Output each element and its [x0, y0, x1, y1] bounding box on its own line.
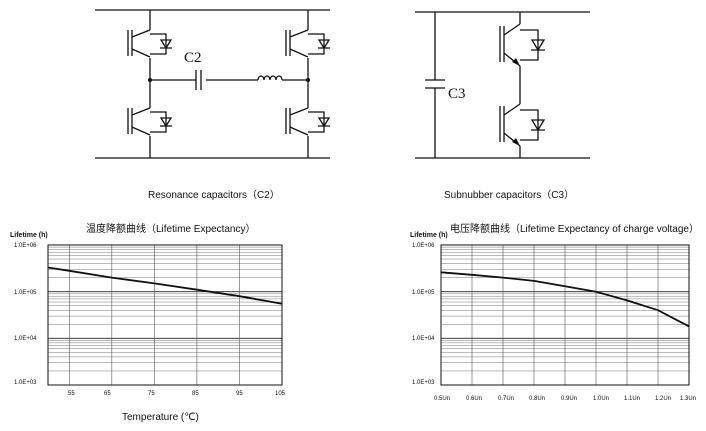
resonance-caption: Resonance capacitors（C2）	[148, 190, 280, 201]
chart-right-xtick: 0.7Un	[498, 396, 515, 402]
chart-right-xtick: 1.2Un	[655, 396, 672, 402]
chart-left-xtick: 85	[192, 391, 199, 397]
chart-left-frame	[47, 244, 283, 386]
chart-left-ytick: 1.0E+03	[14, 380, 37, 386]
chart-left-xlabel: Temperature (℃)	[122, 412, 199, 423]
subnubber-circuit	[415, 11, 590, 159]
capacitor-c3-label: C3	[448, 86, 466, 102]
chart-left-xtick: 105	[275, 391, 286, 397]
chart-right-frame	[440, 244, 690, 386]
chart-left-ylabel: Lifetime (h)	[10, 232, 48, 239]
chart-left-xtick: 55	[68, 391, 75, 397]
chart-left-series-line	[47, 266, 283, 305]
chart-left-xtick: 65	[104, 391, 111, 397]
capacitor-c2-label: C2	[184, 50, 202, 66]
chart-right-ylabel: Lifetime (h)	[410, 232, 448, 239]
chart-left-xtick: 75	[148, 391, 155, 397]
chart-left-ytick: 1.0E+05	[14, 290, 37, 296]
chart-right-grid	[440, 244, 690, 386]
chart-left-title: 温度降额曲线（Lifetime Expectancy）	[86, 224, 256, 235]
resonance-junctions	[148, 78, 310, 82]
chart-left-ytick: 1.0E+06	[14, 243, 37, 249]
chart-right-xtick: 0.5Un	[434, 396, 451, 402]
chart-right-xtick: 0.9Un	[561, 396, 578, 402]
chart-left-ytick: 1.0E+04	[14, 336, 37, 342]
chart-right-ytick: 1.0E+03	[412, 380, 435, 386]
chart-right-ytick: 1.0E+05	[412, 290, 435, 296]
chart-right-ytick: 1.0E+04	[412, 336, 435, 342]
chart-right-series-line	[440, 271, 690, 328]
chart-left-xtick: 95	[236, 391, 243, 397]
chart-right-title: 电压降额曲线（Lifetime Expectancy of charge vol…	[450, 224, 699, 235]
subnubber-caption: Subnubber capacitors（C3）	[444, 190, 575, 201]
chart-right-xtick: 1.3Un	[680, 396, 697, 402]
subnubber-emitter-arrows	[512, 58, 520, 146]
chart-right-xtick: 0.8Un	[529, 396, 546, 402]
chart-right-xtick: 1.0Un	[593, 396, 610, 402]
chart-right-xtick: 1.1Un	[624, 396, 641, 402]
chart-right-xtick: 0.6Un	[466, 396, 483, 402]
chart-right-ytick: 1.0E+06	[412, 243, 435, 249]
resonance-circuit	[95, 9, 331, 159]
chart-left-grid	[47, 244, 283, 386]
